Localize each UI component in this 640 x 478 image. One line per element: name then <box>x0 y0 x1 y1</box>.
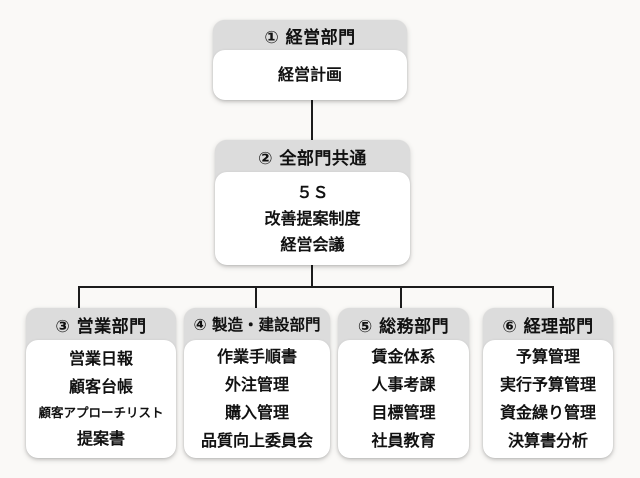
org-box-all-departments-common: ② 全部門共通 ５Ｓ 改善提案制度 経営会議 <box>215 140 410 265</box>
org-box-general-affairs: ⑤ 総務部門 賃金体系 人事考課 目標管理 社員教育 <box>338 308 469 458</box>
org-item: 賃金体系 <box>371 347 436 366</box>
connector-horizontal-bus <box>78 286 554 288</box>
org-item: 営業日報 <box>68 348 133 368</box>
org-item: 外注管理 <box>224 375 289 394</box>
org-item: 顧客アプローチリスト <box>38 404 164 420</box>
connector-management-to-common <box>311 100 313 140</box>
org-box-title: ⑤ 総務部門 <box>357 316 450 337</box>
org-item: 購入管理 <box>224 403 289 422</box>
org-item: 決算書分析 <box>507 431 588 450</box>
org-box-items: 予算管理 実行予算管理 資金繰り管理 決算書分析 <box>483 340 613 458</box>
connector-drop-general-affairs <box>400 288 402 308</box>
org-item: 目標管理 <box>371 403 436 422</box>
connector-drop-sales <box>78 288 80 308</box>
org-box-manufacturing-construction: ④ 製造・建設部門 作業手順書 外注管理 購入管理 品質向上委員会 <box>184 308 330 458</box>
org-box-items: 賃金体系 人事考課 目標管理 社員教育 <box>338 340 469 458</box>
org-box-title: ① 経営部門 <box>264 27 356 48</box>
org-item: 品質向上委員会 <box>200 431 313 450</box>
org-box-items: 作業手順書 外注管理 購入管理 品質向上委員会 <box>184 340 330 458</box>
org-box-title: ② 全部門共通 <box>258 148 367 169</box>
org-box-management: ① 経営部門 経営計画 <box>213 20 407 100</box>
org-item: 提案書 <box>76 429 125 449</box>
org-box-title: ④ 製造・建設部門 <box>193 316 321 334</box>
org-item: 予算管理 <box>515 347 580 366</box>
org-box-title: ③ 営業部門 <box>55 316 147 337</box>
org-item: 社員教育 <box>371 431 436 450</box>
org-item: 人事考課 <box>371 375 436 394</box>
org-item: 経営計画 <box>277 65 342 84</box>
org-box-sales: ③ 営業部門 営業日報 顧客台帳 顧客アプローチリスト 提案書 <box>26 308 176 458</box>
org-item: 資金繰り管理 <box>499 403 596 422</box>
org-item: 経営会議 <box>280 234 345 254</box>
org-item: 改善提案制度 <box>264 208 361 228</box>
org-item: ５Ｓ <box>296 182 329 202</box>
org-item: 作業手順書 <box>216 347 297 366</box>
connector-drop-accounting <box>552 288 554 308</box>
org-box-items: ５Ｓ 改善提案制度 経営会議 <box>215 172 410 265</box>
connector-drop-manufacturing <box>255 288 257 308</box>
org-box-accounting: ⑥ 経理部門 予算管理 実行予算管理 資金繰り管理 決算書分析 <box>483 308 613 458</box>
connector-common-stem <box>311 265 313 288</box>
org-box-items: 営業日報 顧客台帳 顧客アプローチリスト 提案書 <box>26 340 176 458</box>
org-item: 顧客台帳 <box>68 376 133 396</box>
org-item: 実行予算管理 <box>499 375 596 394</box>
org-box-items: 経営計画 <box>213 50 407 100</box>
org-box-title: ⑥ 経理部門 <box>502 316 594 337</box>
